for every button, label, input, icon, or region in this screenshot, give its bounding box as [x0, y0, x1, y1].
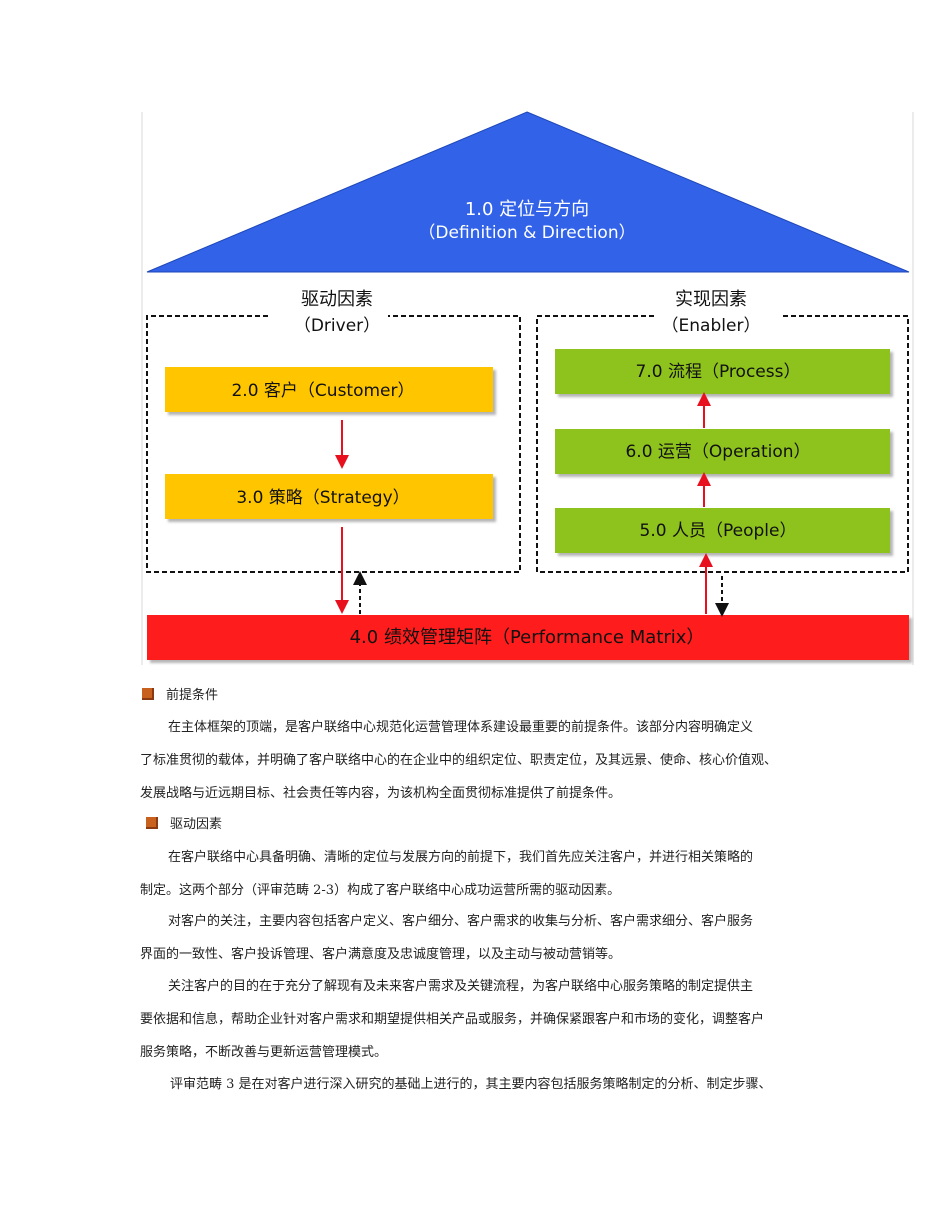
square-bullet-icon	[142, 687, 154, 700]
paragraph-line: 了标准贯彻的载体，并明确了客户联络中心的在企业中的组织定位、职责定位，及其远景、…	[140, 753, 778, 768]
driver-title: 驱动因素	[301, 289, 373, 310]
customer-box: 2.0 客户（Customer）	[165, 367, 493, 412]
operation-box-label: 6.0 运营（Operation）	[625, 442, 810, 462]
driver-group: 驱动因素 （Driver） 2.0 客户（Customer） 3.0 策略（St…	[146, 289, 521, 573]
driver-subtitle: （Driver）	[294, 316, 380, 336]
strategy-box: 3.0 策略（Strategy）	[165, 474, 493, 519]
paragraph-line: 制定。这两个部分（评审范畴 2-3）构成了客户联络中心成功运营所需的驱动因素。	[140, 883, 621, 898]
paragraph-line: 评审范畴 3 是在对客户进行深入研究的基础上进行的，其主要内容包括服务策略制定的…	[170, 1077, 772, 1092]
process-box-label: 7.0 流程（Process）	[636, 362, 801, 382]
operation-box: 6.0 运营（Operation）	[555, 429, 890, 474]
people-box-label: 5.0 人员（People）	[640, 521, 797, 541]
performance-matrix-label: 4.0 绩效管理矩阵（Performance Matrix）	[350, 627, 705, 648]
roof-title: 1.0 定位与方向	[465, 199, 589, 220]
section-heading-driver: 驱动因素	[146, 813, 222, 832]
paragraph-line: 对客户的关注，主要内容包括客户定义、客户细分、客户需求的收集与分析、客户需求细分…	[168, 914, 754, 929]
paragraph-line: 发展战略与近远期目标、社会责任等内容，为该机构全面贯彻标准提供了前提条件。	[140, 786, 622, 801]
customer-box-label: 2.0 客户（Customer）	[231, 381, 414, 401]
roof-triangle: 1.0 定位与方向 （Definition & Direction）	[146, 111, 910, 273]
enabler-title: 实现因素	[675, 289, 747, 310]
enabler-group: 实现因素 （Enabler） 7.0 流程（Process） 6.0 运营（Op…	[536, 289, 909, 573]
paragraph-line: 要依据和信息，帮助企业针对客户需求和期望提供相关产品或服务，并确保紧跟客户和市场…	[140, 1012, 765, 1027]
roof-subtitle: （Definition & Direction）	[418, 223, 635, 243]
paragraph-line: 界面的一致性、客户投诉管理、客户满意度及忠诚度管理，以及主动与被动营销等。	[140, 947, 622, 962]
enabler-subtitle: （Enabler）	[662, 316, 761, 336]
paragraph-line: 关注客户的目的在于充分了解现有及未来客户需求及关键流程，为客户联络中心服务策略的…	[168, 979, 754, 994]
people-box: 5.0 人员（People）	[555, 508, 890, 553]
paragraph-line: 在客户联络中心具备明确、清晰的定位与发展方向的前提下，我们首先应关注客户，并进行…	[168, 850, 754, 865]
process-box: 7.0 流程（Process）	[555, 349, 890, 394]
framework-diagram: 1.0 定位与方向 （Definition & Direction） 驱动因素 …	[141, 111, 914, 665]
strategy-box-label: 3.0 策略（Strategy）	[236, 488, 409, 508]
paragraph-line: 服务策略，不断改善与更新运营管理模式。	[140, 1045, 388, 1060]
paragraph-line: 在主体框架的顶端，是客户联络中心规范化运营管理体系建设最重要的前提条件。该部分内…	[168, 720, 754, 735]
performance-matrix-bar: 4.0 绩效管理矩阵（Performance Matrix）	[147, 615, 909, 660]
section-heading-premise: 前提条件	[142, 684, 218, 703]
square-bullet-icon	[146, 816, 158, 829]
